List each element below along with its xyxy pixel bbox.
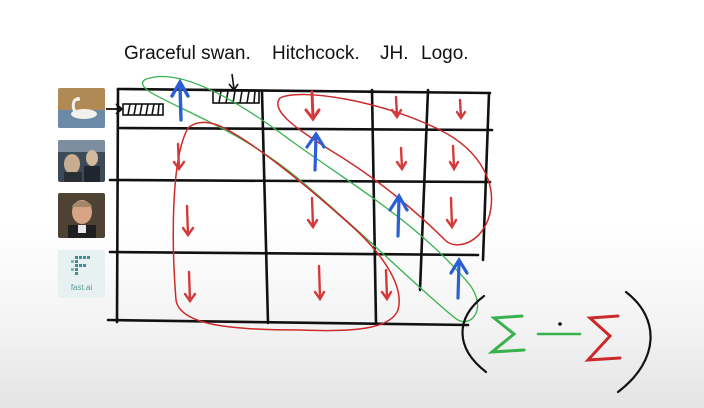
arrow-cell-2-0 (181, 204, 195, 238)
dot-product-dot (558, 322, 562, 326)
grid-line-row3 (108, 250, 480, 257)
arrow-cell-0-2 (304, 90, 321, 122)
header-hitchcock: Hitchcock. (272, 43, 360, 64)
red-loop-bottom-left (172, 121, 400, 332)
arrow-cell-2-4 (445, 196, 458, 230)
grid-line-col0 (115, 87, 120, 324)
formula-left-paren (461, 294, 488, 374)
arrow-cell-0-3 (390, 95, 403, 120)
header-graceful-swan: Graceful swan. (124, 43, 251, 64)
image-pointer (106, 103, 124, 115)
fastai-logo-text: fast.ai (70, 283, 93, 292)
red-loop-top-right (277, 93, 493, 246)
arrow-cell-1-2 (305, 131, 326, 172)
arrow-cell-2-2 (306, 196, 319, 230)
arrow-cell-1-3 (395, 146, 408, 172)
grid (106, 87, 494, 327)
embedding-box-hitchcock (212, 73, 260, 104)
sigma-right-icon (584, 314, 622, 362)
grid-line-col2 (370, 88, 378, 325)
grid-line-col4 (481, 91, 491, 262)
arrow-cell-3-4 (449, 256, 469, 300)
arrow-cell-3-3 (380, 268, 393, 302)
arrow-cell-3-2 (313, 264, 326, 302)
green-diagonal-loop (141, 75, 479, 323)
swan-photo (58, 88, 105, 128)
grid-line-col1 (260, 90, 270, 325)
jh-portrait (58, 193, 105, 238)
grid-line-bottom (106, 318, 470, 327)
arrow-cell-1-4 (448, 144, 460, 172)
sigma-left-icon (487, 314, 526, 354)
fastai-logo: fast.ai (58, 250, 105, 298)
formula (461, 290, 652, 394)
arrow-cell-3-0 (183, 270, 197, 304)
arrow-cell-0-4 (455, 98, 467, 121)
arrow-cell-1-0 (172, 142, 186, 172)
grid-line-row1 (116, 126, 494, 132)
header-logo: Logo. (421, 43, 469, 64)
header-jh: JH. (380, 43, 409, 64)
formula-right-paren (616, 290, 652, 394)
arrow-cell-2-3 (388, 192, 409, 238)
arrow-cell-0-0 (170, 78, 190, 122)
hitchcock-photo (58, 140, 105, 182)
embedding-box-swan (122, 103, 164, 116)
grid-line-col3 (418, 88, 430, 292)
